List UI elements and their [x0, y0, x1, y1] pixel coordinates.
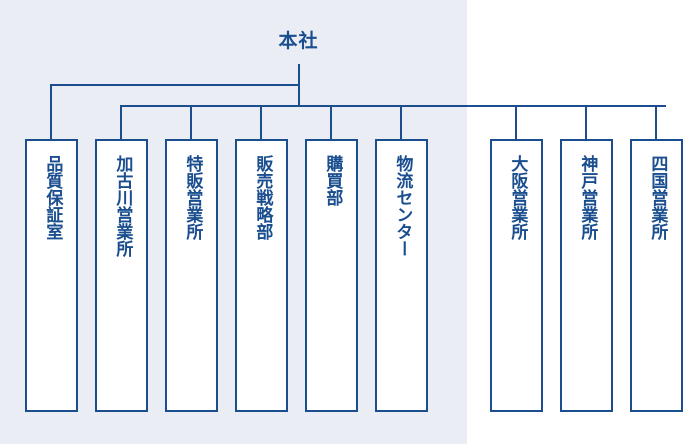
node-box-special-sales[interactable]: 特販営業所 — [165, 139, 218, 412]
node-label-purchasing: 購買部 — [322, 155, 343, 206]
node-label-shikoku-sales: 四国営業所 — [647, 155, 668, 240]
node-box-purchasing[interactable]: 購買部 — [305, 139, 358, 412]
node-box-quality-assurance[interactable]: 品質保証室 — [25, 139, 78, 412]
root-node-label: 本社 — [278, 30, 319, 52]
node-label-kakogawa-sales: 加古川営業所 — [112, 155, 133, 257]
node-box-kakogawa-sales[interactable]: 加古川営業所 — [95, 139, 148, 412]
node-box-sales-strategy[interactable]: 販売戦略部 — [235, 139, 288, 412]
connector-drop-special-sales — [190, 105, 192, 139]
connector-drop-kakogawa-sales — [120, 105, 122, 139]
node-label-special-sales: 特販営業所 — [182, 155, 203, 240]
node-label-kobe-sales: 神戸営業所 — [577, 155, 598, 240]
node-box-osaka-sales[interactable]: 大阪営業所 — [490, 139, 543, 412]
connector-drop-shikoku-sales — [655, 105, 657, 139]
connector-drop-quality-assurance — [50, 84, 52, 139]
connector-drop-osaka-sales — [515, 105, 517, 139]
node-label-quality-assurance: 品質保証室 — [42, 155, 63, 240]
node-box-shikoku-sales[interactable]: 四国営業所 — [630, 139, 683, 412]
connector-bus-upper — [50, 84, 299, 86]
node-label-osaka-sales: 大阪営業所 — [507, 155, 528, 240]
node-box-kobe-sales[interactable]: 神戸営業所 — [560, 139, 613, 412]
connector-root-stem — [298, 64, 300, 105]
node-label-logistics-center: 物流センター — [392, 155, 413, 257]
connector-drop-purchasing — [330, 105, 332, 139]
root-node-honsha: 本社 — [0, 30, 691, 53]
node-label-sales-strategy: 販売戦略部 — [252, 155, 273, 240]
connector-drop-logistics-center — [400, 105, 402, 139]
connector-drop-sales-strategy — [260, 105, 262, 139]
connector-drop-kobe-sales — [585, 105, 587, 139]
node-box-logistics-center[interactable]: 物流センター — [375, 139, 428, 412]
connector-bus-lower — [120, 105, 666, 107]
